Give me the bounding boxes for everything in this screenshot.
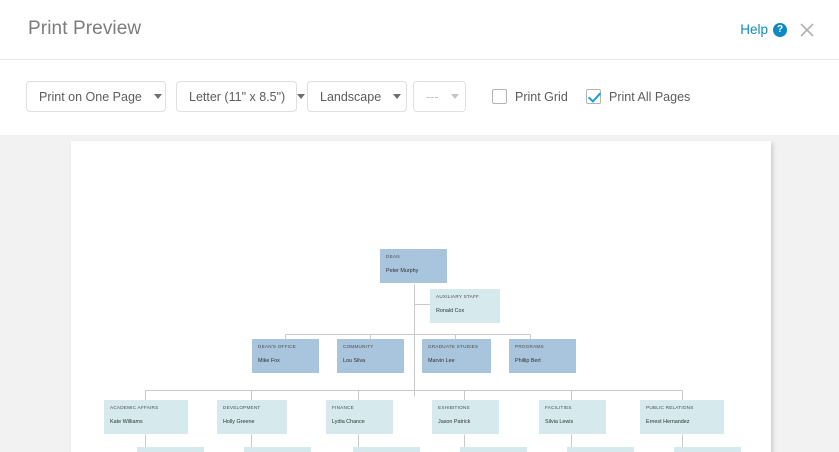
org-node-name: Lou Silva bbox=[343, 358, 366, 364]
org-node-partial[interactable] bbox=[674, 447, 741, 452]
org-node-title: COMMUNITY bbox=[343, 344, 374, 349]
org-node-title: PUBLIC RELATIONS bbox=[646, 405, 694, 410]
org-node-title: EXHIBITIONS bbox=[438, 405, 470, 410]
paper-size-value: Letter (11" x 8.5") bbox=[189, 89, 286, 104]
org-node-graduate-studies[interactable]: GRADUATE STUDIES Marvin Lee bbox=[422, 339, 491, 373]
org-node-title: ACADEMIC AFFAIRS bbox=[110, 405, 159, 410]
org-node-deans-office[interactable]: DEAN'S OFFICE Mike Fox bbox=[252, 339, 319, 373]
help-icon: ? bbox=[773, 22, 787, 37]
close-icon[interactable] bbox=[797, 20, 817, 40]
org-node-name: Kate Williams bbox=[110, 419, 143, 425]
org-node-title: AUXILIARY STAFF bbox=[436, 294, 480, 299]
print-grid-checkbox[interactable]: Print Grid bbox=[492, 81, 568, 112]
org-node-partial[interactable] bbox=[244, 447, 311, 452]
extra-option-dropdown[interactable]: --- bbox=[413, 81, 466, 112]
fit-pages-dropdown[interactable]: Print on One Page bbox=[26, 81, 166, 112]
chevron-down-icon bbox=[393, 94, 402, 99]
org-node-dean[interactable]: DEAN Peter Murphy bbox=[380, 249, 447, 283]
print-all-pages-checkbox[interactable]: Print All Pages bbox=[586, 81, 690, 112]
dialog-header: Print Preview Help ? bbox=[0, 0, 839, 60]
print-all-pages-label: Print All Pages bbox=[609, 89, 691, 104]
org-node-name: Ronald Cox bbox=[436, 308, 465, 314]
org-node-name: Silvia Lewis bbox=[545, 419, 574, 425]
orientation-value: Landscape bbox=[320, 89, 382, 104]
org-node-name: Mike Fox bbox=[258, 358, 280, 364]
org-node-name: Jason Patrick bbox=[438, 419, 471, 425]
org-node-title: DEAN'S OFFICE bbox=[258, 344, 297, 349]
org-node-title: FACILITIES bbox=[545, 405, 572, 410]
chevron-down-icon bbox=[297, 94, 306, 99]
org-node-name: Phillip Bert bbox=[515, 358, 541, 364]
org-node-finance[interactable]: FINANCE Lydia Chance bbox=[326, 400, 393, 434]
chevron-down-icon bbox=[450, 94, 459, 99]
paper-size-dropdown[interactable]: Letter (11" x 8.5") bbox=[176, 81, 306, 112]
org-node-exhibitions[interactable]: EXHIBITIONS Jason Patrick bbox=[432, 400, 499, 434]
help-label: Help bbox=[740, 22, 768, 37]
org-node-name: Holly Greene bbox=[223, 419, 255, 425]
org-node-title: GRADUATE STUDIES bbox=[428, 344, 479, 349]
fit-pages-value: Print on One Page bbox=[39, 89, 142, 104]
org-node-partial[interactable] bbox=[460, 447, 527, 452]
org-node-title: FINANCE bbox=[332, 405, 354, 410]
org-node-name: Ernest Hernandez bbox=[646, 419, 690, 425]
print-grid-label: Print Grid bbox=[515, 89, 568, 104]
org-chart-connectors bbox=[145, 284, 683, 448]
orientation-dropdown[interactable]: Landscape bbox=[307, 81, 407, 112]
checkbox-box-checked bbox=[586, 89, 601, 104]
org-node-programs[interactable]: PROGRAMS Phillip Bert bbox=[509, 339, 576, 373]
org-node-name: Peter Murphy bbox=[386, 268, 419, 274]
org-node-title: DEAN bbox=[386, 254, 400, 259]
org-node-community[interactable]: COMMUNITY Lou Silva bbox=[337, 339, 404, 373]
org-node-partial[interactable] bbox=[567, 447, 634, 452]
print-options-toolbar: Print on One Page Letter (11" x 8.5") La… bbox=[0, 61, 839, 135]
org-chart: DEAN Peter Murphy AUXILIARY STAFF Ronald… bbox=[71, 141, 771, 452]
org-node-title: PROGRAMS bbox=[515, 344, 544, 349]
help-link[interactable]: Help ? bbox=[740, 22, 787, 37]
org-node-development[interactable]: DEVELOPMENT Holly Greene bbox=[217, 400, 287, 434]
org-node-name: Lydia Chance bbox=[332, 419, 365, 425]
checkbox-box bbox=[492, 89, 507, 104]
org-node-auxiliary-staff[interactable]: AUXILIARY STAFF Ronald Cox bbox=[430, 289, 500, 323]
preview-page-sheet: DEAN Peter Murphy AUXILIARY STAFF Ronald… bbox=[71, 141, 771, 452]
preview-canvas[interactable]: DEAN Peter Murphy AUXILIARY STAFF Ronald… bbox=[0, 135, 839, 452]
org-node-partial[interactable] bbox=[137, 447, 204, 452]
chevron-down-icon bbox=[153, 94, 162, 99]
page-title: Print Preview bbox=[28, 18, 142, 39]
extra-option-value: --- bbox=[426, 89, 439, 104]
org-node-academic-affairs[interactable]: ACADEMIC AFFAIRS Kate Williams bbox=[104, 400, 188, 434]
org-node-facilities[interactable]: FACILITIES Silvia Lewis bbox=[539, 400, 606, 434]
org-node-public-relations[interactable]: PUBLIC RELATIONS Ernest Hernandez bbox=[640, 400, 724, 434]
org-node-name: Marvin Lee bbox=[428, 358, 455, 364]
org-node-title: DEVELOPMENT bbox=[223, 405, 261, 410]
org-node-partial[interactable] bbox=[353, 447, 420, 452]
